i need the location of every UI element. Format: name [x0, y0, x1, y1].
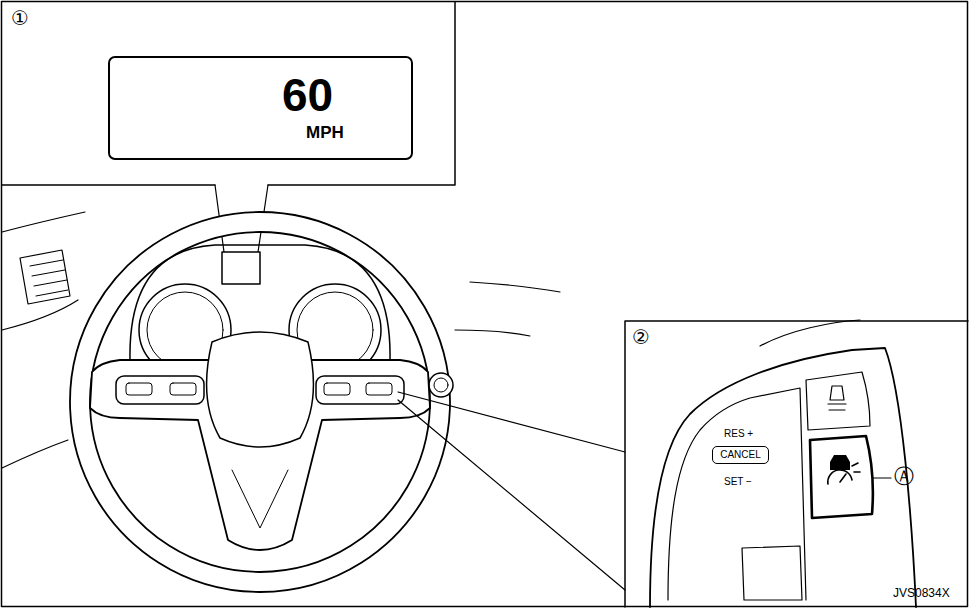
callout-frame: ② CANCEL [625, 321, 968, 607]
switch-pad-inner [668, 388, 806, 600]
leader-line [873, 477, 891, 478]
cancel-button: CANCEL [712, 446, 769, 464]
button-text: CANCEL [713, 449, 768, 460]
dashboard-line [455, 282, 560, 336]
inset-frame [625, 321, 968, 607]
switch-pad-outline [650, 348, 916, 607]
switch-pad [116, 376, 204, 404]
switch-label: RES + [724, 428, 753, 439]
cruise-icon [828, 463, 860, 484]
cruise-icon [830, 455, 850, 470]
callout-number: ② [632, 326, 650, 348]
set-speed: 60 [282, 70, 333, 121]
leader-line [398, 392, 625, 590]
switch-button [126, 383, 152, 395]
switch-button [806, 372, 870, 430]
callout-letter: Ⓐ [894, 465, 914, 487]
lane-icon [828, 386, 846, 410]
speed-unit: MPH [306, 124, 344, 143]
air-vent [30, 260, 68, 296]
callout-frame: ① 60MPH [2, 2, 455, 185]
switch-button [742, 546, 802, 600]
switch-button [170, 383, 196, 395]
airbag-cover [207, 332, 314, 447]
knob [434, 378, 448, 392]
callout-number: ① [11, 7, 29, 29]
inset-frame [2, 2, 455, 185]
switch-pad-outline [760, 320, 860, 346]
switch-button [324, 383, 350, 395]
cruise-switch-button [810, 436, 873, 518]
lower-spoke [232, 470, 288, 528]
knob [429, 373, 453, 397]
display-panel: 60MPH [108, 56, 413, 160]
steering-wheel-rim [70, 212, 450, 592]
switch-button [366, 383, 392, 395]
switch-pad [316, 376, 404, 404]
switch-label: SET − [724, 476, 752, 487]
figure-code: JVS0834X [893, 587, 950, 600]
head-up-display [222, 252, 260, 284]
